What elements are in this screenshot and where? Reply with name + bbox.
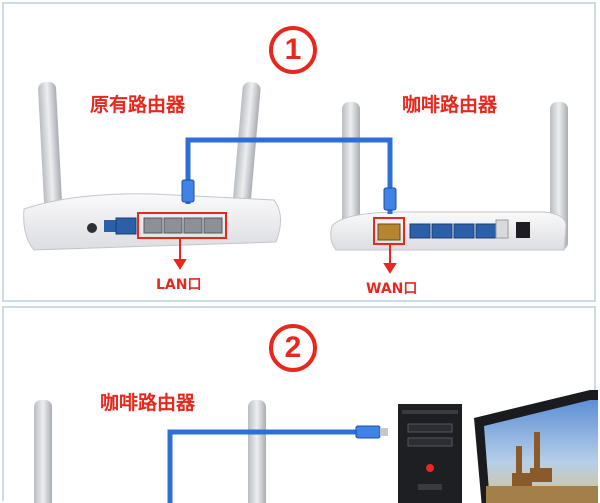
step-number-1: 1 bbox=[269, 26, 317, 74]
cafe-router-antenna-right bbox=[550, 102, 568, 250]
cafe-router-label: 咖啡路由器 bbox=[402, 94, 498, 116]
old-router-lan-ports bbox=[143, 217, 223, 234]
router-antenna-left bbox=[34, 400, 52, 503]
step-number-2: 2 bbox=[269, 324, 317, 372]
ethernet-cable-pc bbox=[167, 425, 388, 503]
old-router-label: 原有路由器 bbox=[90, 94, 186, 116]
pc-monitor bbox=[474, 390, 598, 503]
step-1-illustration bbox=[23, 81, 568, 274]
pc-tower bbox=[398, 404, 462, 503]
step-2-panel: 2 咖啡路由器 bbox=[2, 306, 598, 503]
lan-ports-highlight bbox=[137, 212, 227, 239]
cafe-router-label-2: 咖啡路由器 bbox=[100, 392, 196, 414]
ethernet-cable bbox=[181, 137, 397, 214]
router-antenna-right bbox=[248, 400, 266, 503]
step-2-illustration bbox=[34, 390, 598, 503]
lan-arrow bbox=[173, 238, 187, 270]
cafe-router-lan-ports bbox=[409, 223, 497, 239]
step-1-panel: 1 原有路由器 咖啡路由器 LAN口 WAN口 bbox=[2, 2, 596, 302]
lan-port-label: LAN口 bbox=[156, 277, 202, 293]
old-router bbox=[23, 81, 281, 251]
wan-arrow bbox=[383, 244, 397, 274]
wan-port-label: WAN口 bbox=[366, 281, 418, 297]
cafe-router bbox=[330, 102, 568, 251]
